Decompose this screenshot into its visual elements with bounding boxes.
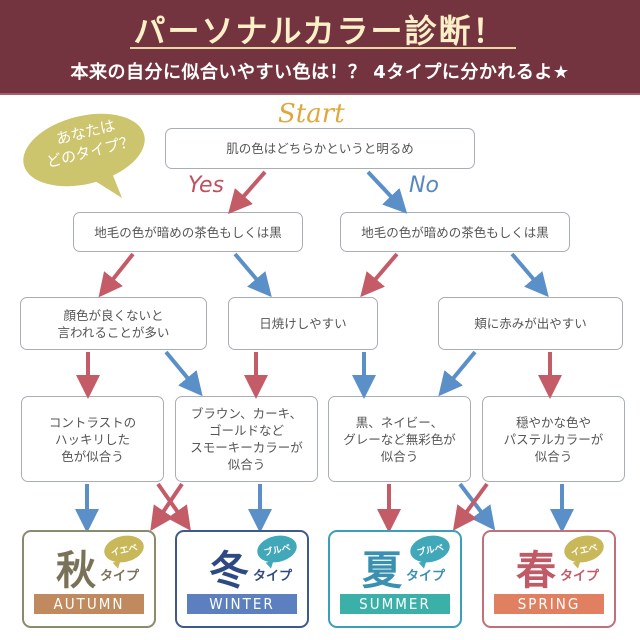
result-spring-desc: 穏やかな色や パステルカラーが 似合う xyxy=(482,396,625,482)
arrow-yes-q2r xyxy=(360,252,399,298)
start-label: Start xyxy=(278,99,345,129)
no-label: No xyxy=(409,173,439,198)
type-card-summer: 夏 ブルベ タイプ SUMMER xyxy=(328,530,462,628)
arrow-no-q3r xyxy=(438,350,477,397)
result-autumn-desc: コントラストの ハッキリした 色が似合う xyxy=(21,396,164,482)
arrow-no-q1 xyxy=(366,170,408,214)
type-card-spring: 春 イエベ タイプ SPRING xyxy=(482,530,616,628)
question-tan-easily: 日焼けしやすい xyxy=(228,297,378,350)
type-kanji: 冬 xyxy=(209,548,249,594)
type-card-autumn: 秋 イエベ タイプ AUTUMN xyxy=(22,530,156,628)
type-suffix: タイプ xyxy=(560,569,600,584)
question-red-cheeks: 頬に赤みが出やすい xyxy=(438,297,623,350)
type-name-band: SPRING xyxy=(494,594,604,614)
question-hair-left: 地毛の色が暗めの茶色もしくは黒 xyxy=(73,212,303,252)
question-skin-brightness: 肌の色はどちらかというと明るめ xyxy=(165,128,475,169)
type-kanji: 春 xyxy=(516,548,556,594)
arrow-no-q3l xyxy=(164,350,203,397)
speech-tag-icon: ブルベ xyxy=(407,532,453,566)
type-card-winter: 冬 ブルベ タイプ WINTER xyxy=(175,530,309,628)
arrow-yes-q2l xyxy=(98,252,135,298)
arrow-no-q2r xyxy=(510,252,549,298)
title-underline xyxy=(130,47,516,49)
yes-label: Yes xyxy=(188,173,225,198)
result-winter-desc: ブラウン、カーキ、 ゴールドなど スモーキーカラーが 似合う xyxy=(175,396,318,482)
arrow-no-q2l xyxy=(233,252,272,298)
header-banner: パーソナルカラー診断！ 本来の自分に似合いやすい色は！？ 4タイプに分かれるよ★ xyxy=(0,0,640,95)
type-kanji: 夏 xyxy=(362,548,402,594)
speech-tag-icon: イエベ xyxy=(561,532,607,566)
page-subtitle: 本来の自分に似合いやすい色は！？ 4タイプに分かれるよ★ xyxy=(70,62,570,83)
arrow-r2-autumn xyxy=(156,482,191,531)
type-name-band: AUTUMN xyxy=(34,594,144,614)
question-hair-right: 地毛の色が暗めの茶色もしくは黒 xyxy=(340,212,570,252)
type-suffix: タイプ xyxy=(253,569,293,584)
type-suffix: タイプ xyxy=(406,569,446,584)
type-name-band: WINTER xyxy=(187,594,297,614)
arrow-yes-q1 xyxy=(228,170,267,215)
question-complexion: 顔色が良くないと 言われることが多い xyxy=(20,297,207,350)
page-title: パーソナルカラー診断！ xyxy=(133,12,507,50)
speech-bubble-icon xyxy=(23,113,145,198)
type-kanji: 秋 xyxy=(56,548,96,594)
speech-tag-icon: ブルベ xyxy=(254,532,300,566)
type-name-band: SUMMER xyxy=(340,594,450,614)
speech-tag-icon: イエベ xyxy=(101,532,147,566)
result-summer-desc: 黒、ネイビー、 グレーなど無彩色が 似合う xyxy=(328,396,471,482)
type-suffix: タイプ xyxy=(100,569,140,584)
arrow-r4-summer xyxy=(452,482,489,531)
